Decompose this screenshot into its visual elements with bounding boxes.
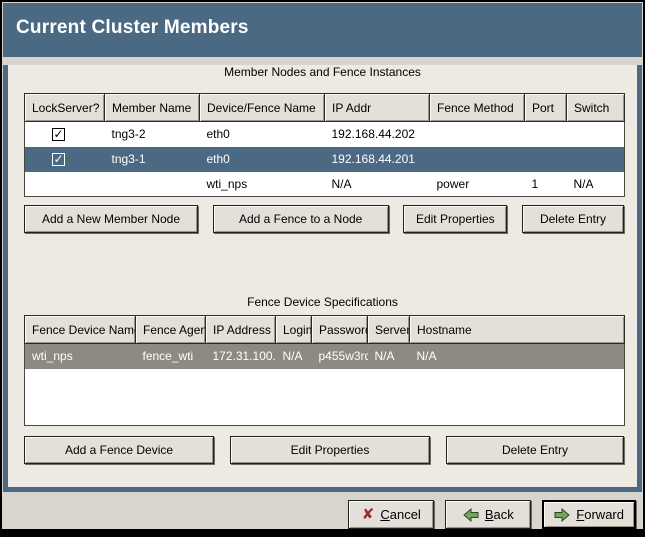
cancel-x-icon: ✘ bbox=[361, 506, 375, 523]
fence-table-empty-area bbox=[24, 368, 625, 426]
cell-device-fence-name: eth0 bbox=[199, 146, 325, 172]
member-table-button-row: Add a New Member Node Add a Fence to a No… bbox=[24, 205, 624, 233]
cell-fence-device-name: wti_nps bbox=[24, 343, 136, 369]
page-title: Current Cluster Members bbox=[2, 2, 643, 57]
cell-hostname: N/A bbox=[409, 343, 625, 369]
column-header-lockserver[interactable]: LockServer? bbox=[24, 93, 105, 122]
cell-member-name: tng3-2 bbox=[111, 127, 146, 142]
add-a-new-member-node-button[interactable]: Add a New Member Node bbox=[24, 205, 198, 233]
cell-device-fence-name: eth0 bbox=[206, 127, 230, 142]
cell-fence-method: power bbox=[436, 176, 470, 191]
column-header-server[interactable]: Server bbox=[367, 315, 410, 344]
delete-entry-button[interactable]: Delete Entry bbox=[521, 205, 624, 233]
back-label: Back bbox=[484, 507, 514, 522]
cell-member-name bbox=[105, 172, 200, 197]
add-a-fence-device-button[interactable]: Add a Fence Device bbox=[24, 436, 214, 464]
cell-lockserver bbox=[25, 172, 105, 197]
cell-fence-method bbox=[429, 146, 525, 172]
member-table-row[interactable]: ✓ tng3-2 eth0 192.168.44.202 bbox=[25, 122, 625, 147]
cell-device-fence-name: wti_nps bbox=[206, 176, 248, 191]
wizard-footer: ✘ Cancel Back Forward bbox=[2, 492, 643, 529]
column-header-password[interactable]: Password bbox=[311, 315, 368, 344]
forward-button[interactable]: Forward bbox=[542, 500, 636, 529]
cell-member-name: tng3-1 bbox=[104, 146, 200, 172]
back-button[interactable]: Back bbox=[445, 500, 532, 529]
lockserver-checkbox[interactable]: ✓ bbox=[52, 127, 65, 142]
column-header-switch[interactable]: Switch bbox=[566, 93, 625, 122]
add-a-fence-to-a-node-button[interactable]: Add a Fence to a Node bbox=[212, 205, 389, 233]
cell-switch bbox=[566, 146, 625, 172]
forward-label: Forward bbox=[576, 507, 624, 522]
member-table-caption: Member Nodes and Fence Instances bbox=[224, 65, 421, 79]
member-table-row[interactable]: wti_nps N/A power 1 N/A bbox=[25, 172, 625, 197]
page-title-text: Current Cluster Members bbox=[16, 17, 249, 38]
cell-switch: N/A bbox=[573, 176, 594, 191]
forward-arrow-icon bbox=[554, 507, 571, 522]
cell-password: p455w3rd bbox=[311, 343, 368, 369]
cell-switch bbox=[567, 122, 625, 147]
column-header-hostname[interactable]: Hostname bbox=[409, 315, 625, 344]
cell-ip-addr: 192.168.44.201 bbox=[324, 146, 430, 172]
edit-properties-button[interactable]: Edit Properties bbox=[230, 436, 430, 464]
cell-login: N/A bbox=[275, 343, 312, 369]
cell-server: N/A bbox=[367, 343, 410, 369]
cell-lockserver: ✓ bbox=[24, 146, 105, 172]
column-header-fence-device-name[interactable]: Fence Device Name bbox=[24, 315, 136, 344]
delete-entry-button[interactable]: Delete Entry bbox=[446, 436, 624, 464]
cell-lockserver: ✓ bbox=[25, 122, 105, 147]
column-header-ip-address[interactable]: IP Address bbox=[205, 315, 276, 344]
fence-table-row[interactable]: wti_npsfence_wti172.31.100.1N/Ap455w3rdN… bbox=[24, 343, 625, 369]
column-header-member-name[interactable]: Member Name bbox=[104, 93, 200, 122]
column-header-port[interactable]: Port bbox=[524, 93, 567, 122]
cell-ip-addr: 192.168.44.202 bbox=[331, 127, 415, 142]
column-header-device-fence-name[interactable]: Device/Fence Name bbox=[199, 93, 325, 122]
fence-table-button-row: Add a Fence Device Edit Properties Delete … bbox=[24, 436, 624, 464]
cell-port bbox=[524, 146, 567, 172]
cell-ip-addr: N/A bbox=[331, 176, 352, 191]
cell-fence-method bbox=[430, 122, 525, 147]
column-header-login[interactable]: Login bbox=[275, 315, 312, 344]
edit-properties-button[interactable]: Edit Properties bbox=[403, 205, 508, 233]
column-header-ip-addr[interactable]: IP Addr bbox=[324, 93, 430, 122]
cell-ip-address: 172.31.100.1 bbox=[205, 343, 276, 369]
column-header-fence-method[interactable]: Fence Method bbox=[429, 93, 525, 122]
fence-table-caption: Fence Device Specifications bbox=[247, 295, 398, 309]
cell-port bbox=[525, 122, 567, 147]
cell-port: 1 bbox=[531, 176, 539, 191]
cell-fence-agent: fence_wti bbox=[135, 343, 206, 369]
column-header-fence-agent[interactable]: Fence Agent bbox=[135, 315, 206, 344]
back-arrow-icon bbox=[463, 507, 479, 522]
cancel-label: Cancel bbox=[380, 507, 421, 522]
lockserver-checkbox[interactable]: ✓ bbox=[52, 152, 65, 167]
cancel-button[interactable]: ✘ Cancel bbox=[348, 500, 435, 529]
druid-page-content: Member Nodes and Fence Instances LockSer… bbox=[3, 65, 642, 492]
